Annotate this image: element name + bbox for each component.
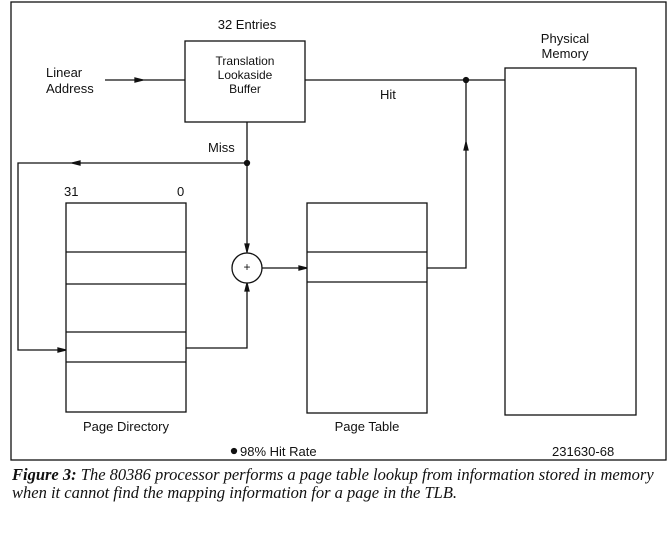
bit-low-label: 0 (177, 184, 185, 199)
arrow-icon (298, 265, 308, 271)
arrow-icon (71, 160, 81, 166)
table-output-line (427, 80, 467, 269)
hit-label: Hit (380, 87, 396, 102)
arrow-icon (463, 141, 469, 151)
page-directory-box (65, 202, 187, 413)
arrow-icon (134, 77, 144, 83)
bullet-dot (230, 447, 238, 455)
adder-symbol: + (243, 260, 251, 274)
figure-caption: Figure 3: The 80386 processor performs a… (12, 466, 662, 502)
physical-memory-label-line1: Physical (540, 31, 590, 46)
physical-memory-box (504, 67, 637, 416)
arrow-icon (244, 243, 250, 253)
figure-id: 231630-68 (552, 444, 615, 459)
tlb-label-line3: Buffer (229, 82, 261, 96)
page-table-box (306, 202, 428, 414)
directory-feed-line (17, 162, 247, 351)
tlb-label-line2: Lookaside (217, 68, 273, 82)
caption-label: Figure 3: (12, 465, 77, 484)
tlb-box (184, 40, 306, 123)
arrow-icon (57, 347, 67, 353)
linear-address-label-line1: Linear (46, 65, 83, 80)
bit-high-label: 31 (64, 184, 79, 199)
page-directory-label: Page Directory (83, 419, 169, 434)
caption-text: The 80386 processor performs a page tabl… (12, 465, 654, 502)
hit-rate-note: 98% Hit Rate (240, 444, 317, 459)
figure-frame (10, 1, 667, 461)
linear-address-label-line2: Address (46, 81, 94, 96)
tlb-label-line1: Translation (215, 54, 275, 68)
directory-output-line (186, 283, 248, 349)
arrow-icon (244, 282, 250, 292)
miss-label: Miss (208, 140, 235, 155)
physical-memory-label-line2: Memory (541, 46, 589, 61)
page-table-label: Page Table (334, 419, 400, 434)
tlb-entries-label: 32 Entries (217, 17, 277, 32)
